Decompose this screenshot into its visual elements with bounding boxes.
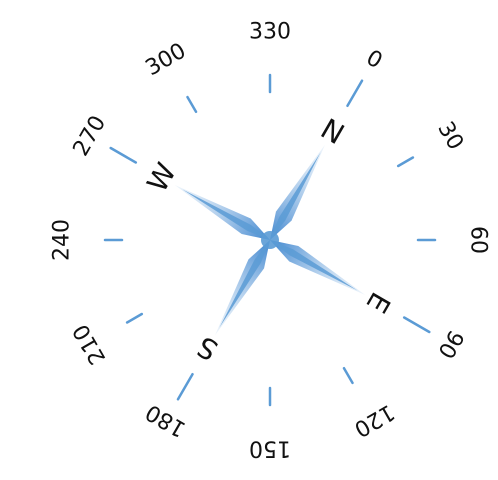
tick-marks <box>103 73 437 407</box>
degree-label-180: 180 <box>142 399 191 442</box>
star-arm-east-inner <box>270 240 358 291</box>
star-arm-south-inner <box>219 240 270 328</box>
star-arm-north-inner <box>270 152 321 240</box>
degree-label-150: 150 <box>249 436 291 461</box>
star-arm-west-inner <box>182 189 270 240</box>
degree-label-120: 120 <box>350 399 399 442</box>
tick-210 <box>125 312 144 324</box>
star-hub <box>261 231 279 249</box>
degree-label-60: 60 <box>466 226 491 254</box>
star-arm-east <box>270 240 366 295</box>
degree-label-210: 210 <box>69 320 112 369</box>
tick-270 <box>109 146 138 164</box>
tick-90 <box>402 316 431 334</box>
star-arm-north <box>270 144 325 240</box>
star-arm-south <box>215 240 270 336</box>
compass-star <box>174 144 366 336</box>
degree-label-90: 90 <box>432 326 468 363</box>
degree-label-330: 330 <box>249 20 291 45</box>
tick-180 <box>176 372 194 401</box>
cardinal-label-s: S <box>192 330 224 367</box>
degree-label-240: 240 <box>50 219 75 261</box>
degree-label-0: 0 <box>362 46 387 75</box>
degree-label-270: 270 <box>69 112 112 161</box>
tick-120 <box>342 366 354 385</box>
tick-30 <box>396 156 415 168</box>
tick-300 <box>186 95 198 114</box>
star-arm-west <box>174 185 270 240</box>
tick-0 <box>346 79 364 108</box>
degree-label-300: 300 <box>142 39 191 82</box>
cardinal-label-w: W <box>140 157 182 197</box>
degree-label-30: 30 <box>432 118 468 155</box>
cardinal-label-n: N <box>315 112 350 151</box>
cardinal-label-e: E <box>360 287 397 319</box>
